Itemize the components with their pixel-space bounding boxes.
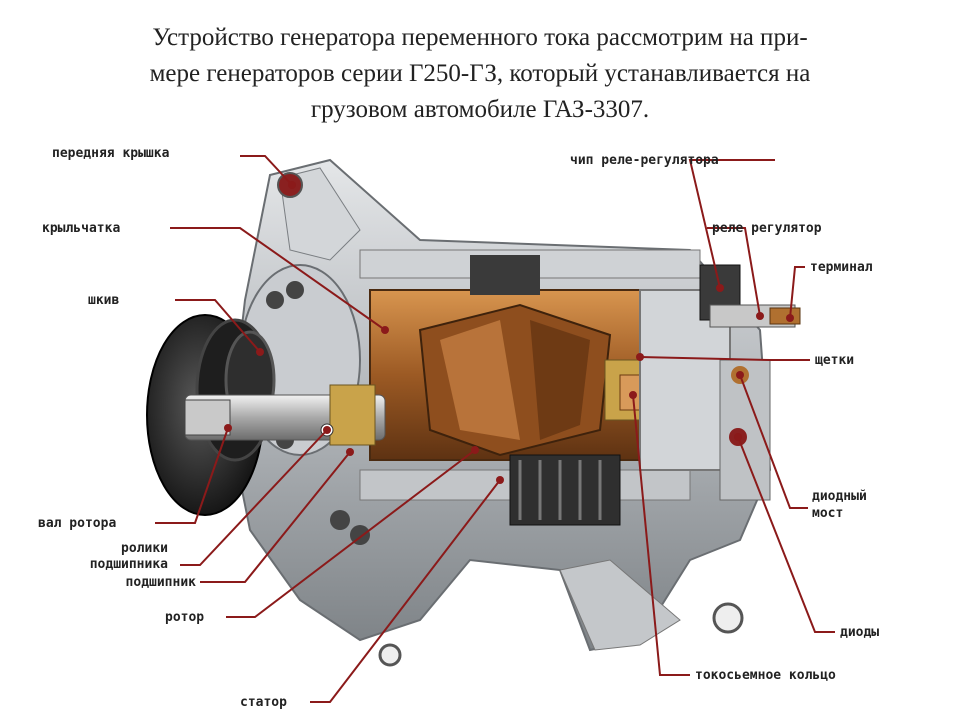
dot-diodes xyxy=(734,433,742,441)
label-bearing-rollers-line-2: подшипника xyxy=(89,557,168,572)
leader-dots xyxy=(224,181,794,484)
leader-pulley xyxy=(175,299,261,353)
label-rotor-shaft: вал ротора xyxy=(38,516,117,531)
label-regulator-relay: реле регулятор xyxy=(712,221,822,236)
leader-diode-bridge xyxy=(739,374,808,509)
caption-line-1: Устройство генератора переменного тока р… xyxy=(152,24,808,51)
dot-front-cover xyxy=(288,181,296,189)
caption: Устройство генератора переменного тока р… xyxy=(20,20,940,128)
leader-stator xyxy=(310,479,501,703)
leader-diodes xyxy=(737,436,835,633)
leader-regulator-chip xyxy=(688,159,775,289)
label-slip-ring: токосьемное кольцо xyxy=(695,668,836,683)
leader-brushes xyxy=(639,356,810,361)
dot-regulator-chip xyxy=(716,284,724,292)
caption-line-3: грузовом автомобиле ГАЗ-3307. xyxy=(310,96,650,123)
leader-impeller xyxy=(170,227,386,331)
caption-line-2: мере генераторов серии Г250-ГЗ, который … xyxy=(149,60,811,87)
dot-pulley xyxy=(256,348,264,356)
dot-regulator-relay xyxy=(756,312,764,320)
rotor-shaft-shape xyxy=(184,384,386,446)
label-bearing-rollers-line-1: ролики xyxy=(121,541,168,556)
dot-stator xyxy=(496,476,504,484)
leader-rotor-shaft xyxy=(155,427,229,524)
label-diodes: диоды xyxy=(840,625,880,640)
dot-bearing xyxy=(346,448,354,456)
dot-brushes xyxy=(636,353,644,361)
label-front-cover: передняя крышка xyxy=(52,146,170,161)
leader-front-cover xyxy=(240,155,293,186)
label-stator: статор xyxy=(240,695,287,710)
dot-impeller xyxy=(381,326,389,334)
label-brushes: щетки xyxy=(815,353,855,368)
leader-rotor xyxy=(226,449,476,618)
label-diode-bridge-line-2: мост xyxy=(812,506,844,521)
leader-bearing xyxy=(200,451,351,583)
dot-rotor-shaft xyxy=(224,424,232,432)
label-diode-bridge-line-1: диодный xyxy=(812,489,867,504)
label-bearing: подшипник xyxy=(125,575,196,590)
leader-terminal xyxy=(789,266,805,319)
dot-terminal xyxy=(786,314,794,322)
dot-rotor xyxy=(471,446,479,454)
leader-slip-ring xyxy=(632,394,690,676)
dot-slip-ring xyxy=(629,391,637,399)
dot-bearing-rollers xyxy=(323,426,331,434)
leader-regulator-relay xyxy=(707,227,761,317)
leader-bearing-rollers xyxy=(180,429,328,566)
label-terminal: терминал xyxy=(810,260,873,275)
label-pulley: шкив xyxy=(88,293,120,308)
leader-lines xyxy=(155,155,835,703)
label-impeller: крыльчатка xyxy=(42,221,121,236)
label-regulator-chip: чип реле-регулятора xyxy=(570,153,719,168)
label-rotor: ротор xyxy=(165,610,205,625)
rotor-shape xyxy=(418,303,612,457)
dot-diode-bridge xyxy=(736,371,744,379)
